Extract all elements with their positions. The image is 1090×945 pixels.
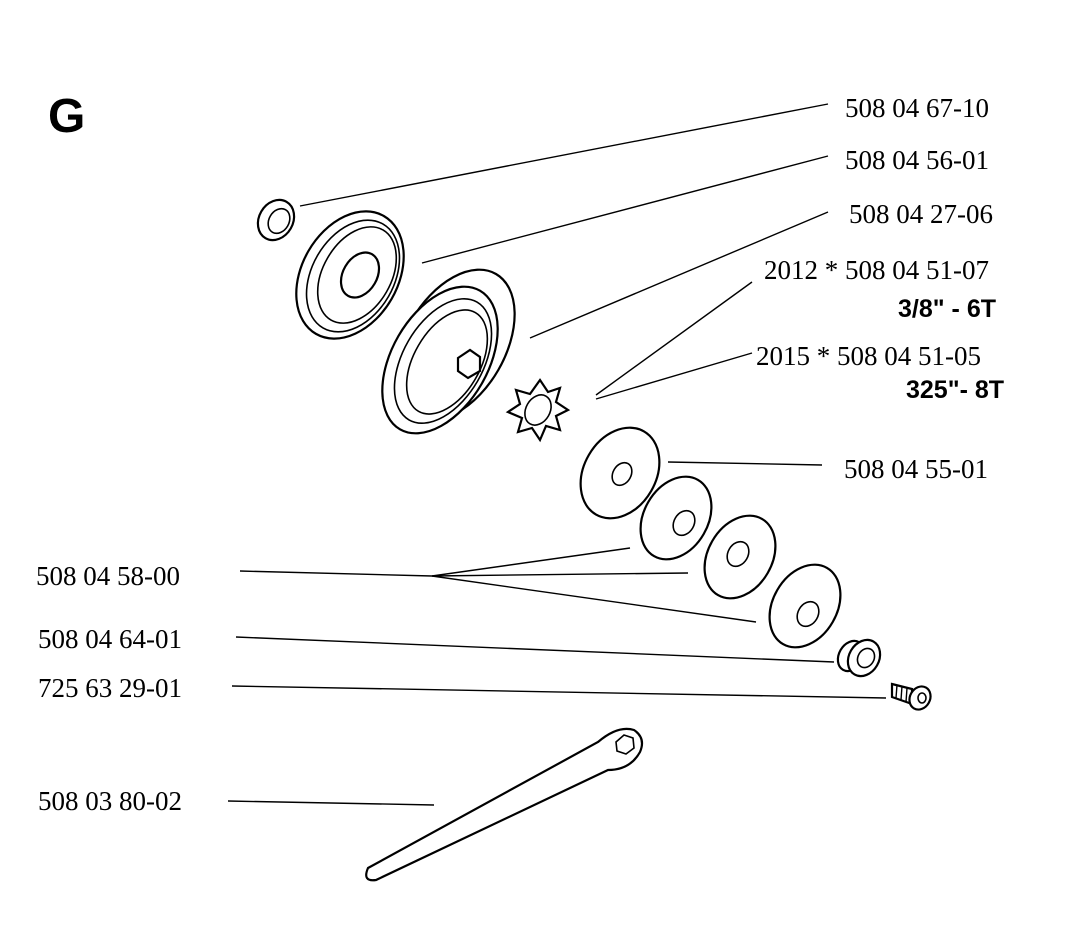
leader-line-7c bbox=[431, 572, 689, 577]
spacer-washers bbox=[639, 475, 842, 649]
screw bbox=[890, 682, 932, 711]
rim-sprocket bbox=[505, 378, 571, 443]
label-sprocket-6t: 3/8" - 6T bbox=[898, 295, 996, 323]
label-2015-508-04-51-05: 2015 * 508 04 51-05 bbox=[756, 341, 981, 371]
label-508-03-80-02: 508 03 80-02 bbox=[38, 786, 182, 816]
leader-lines bbox=[227, 103, 887, 806]
wrench bbox=[365, 727, 644, 882]
leader-line-9 bbox=[231, 685, 887, 699]
leader-line-6 bbox=[667, 461, 823, 466]
bushing bbox=[836, 638, 882, 678]
label-508-04-64-01: 508 04 64-01 bbox=[38, 624, 182, 654]
leader-line-3 bbox=[529, 211, 829, 339]
clutch-drum bbox=[381, 268, 516, 435]
label-2012-508-04-51-07: 2012 * 508 04 51-07 bbox=[764, 255, 989, 285]
leader-line-10 bbox=[227, 800, 435, 806]
label-508-04-55-01: 508 04 55-01 bbox=[844, 454, 988, 484]
leader-line-8 bbox=[235, 636, 835, 663]
leader-line-7a bbox=[239, 570, 433, 577]
leader-line-1 bbox=[299, 103, 829, 207]
label-508-04-58-00: 508 04 58-00 bbox=[36, 561, 180, 591]
label-725-63-29-01: 725 63 29-01 bbox=[38, 673, 182, 703]
leader-line-7d bbox=[431, 575, 757, 623]
bearing-ring bbox=[256, 198, 296, 242]
leader-line-7b bbox=[431, 547, 631, 577]
leader-line-5 bbox=[595, 352, 753, 400]
thrust-washer bbox=[579, 426, 661, 520]
label-508-04-67-10: 508 04 67-10 bbox=[845, 93, 989, 123]
leader-line-4 bbox=[595, 281, 753, 396]
label-sprocket-8t: 325"- 8T bbox=[906, 376, 1004, 404]
part-labels: 508 04 67-10 508 04 56-01 508 04 27-06 2… bbox=[36, 93, 1004, 816]
leader-line-2 bbox=[421, 155, 829, 264]
clutch-washer bbox=[295, 210, 405, 340]
label-508-04-56-01: 508 04 56-01 bbox=[845, 145, 989, 175]
label-508-04-27-06: 508 04 27-06 bbox=[849, 199, 993, 229]
section-letter: G bbox=[48, 90, 85, 143]
